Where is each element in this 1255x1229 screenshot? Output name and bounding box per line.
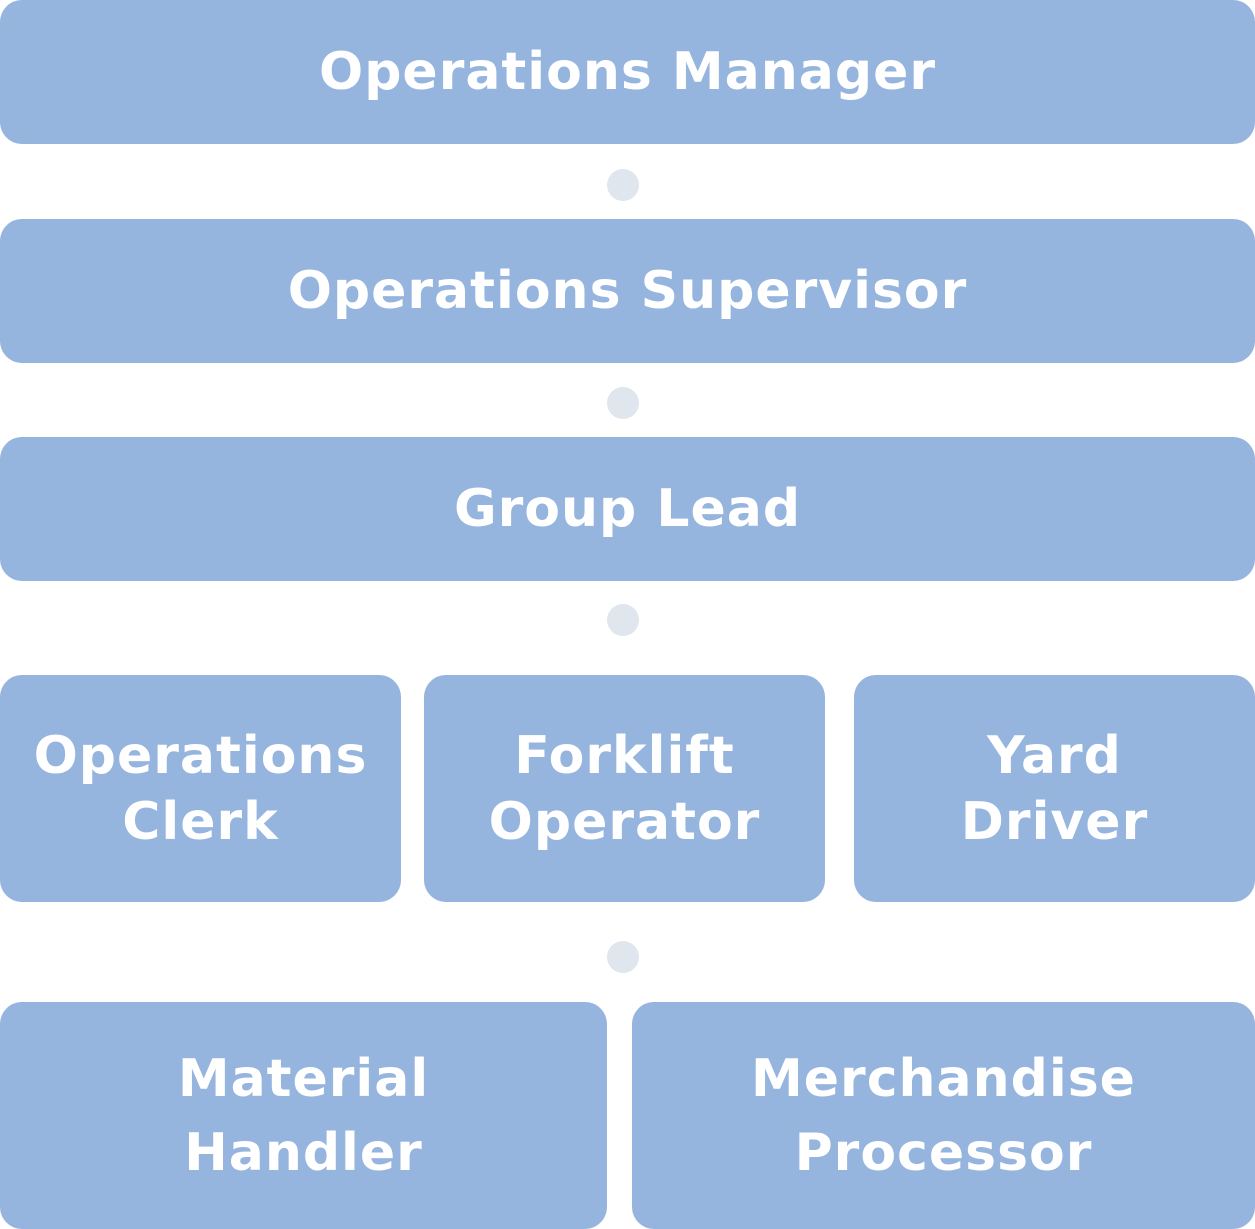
box-operations-manager: Operations Manager xyxy=(0,0,1255,144)
label-forklift-operator-line2: Operator xyxy=(488,791,761,852)
label-operations-clerk-line2: Clerk xyxy=(122,791,279,852)
connector-dot-3 xyxy=(607,604,639,636)
box-forklift-operator: Forklift Operator xyxy=(424,675,825,902)
label-group-lead: Group Lead xyxy=(453,479,802,539)
box-material-handler: Material Handler xyxy=(0,1002,607,1229)
connector-dot-1 xyxy=(607,169,639,201)
box-group-lead: Group Lead xyxy=(0,437,1255,581)
box-operations-clerk: Operations Clerk xyxy=(0,675,401,902)
label-operations-clerk-line1: Operations xyxy=(33,725,368,786)
label-yard-driver-line2: Driver xyxy=(960,791,1149,852)
label-forklift-operator-line1: Forklift xyxy=(514,725,735,786)
label-merchandise-processor-line2: Processor xyxy=(794,1122,1093,1183)
label-material-handler-line1: Material xyxy=(177,1048,430,1109)
connector-dot-4 xyxy=(607,941,639,973)
box-yard-driver: Yard Driver xyxy=(854,675,1255,902)
connector-dot-2 xyxy=(607,387,639,419)
label-merchandise-processor-line1: Merchandise xyxy=(751,1048,1136,1109)
box-operations-supervisor: Operations Supervisor xyxy=(0,219,1255,363)
box-merchandise-processor: Merchandise Processor xyxy=(632,1002,1255,1229)
label-operations-manager: Operations Manager xyxy=(319,42,936,102)
label-operations-supervisor: Operations Supervisor xyxy=(287,261,968,321)
label-material-handler-line2: Handler xyxy=(184,1122,423,1183)
label-yard-driver-line1: Yard xyxy=(987,725,1122,786)
